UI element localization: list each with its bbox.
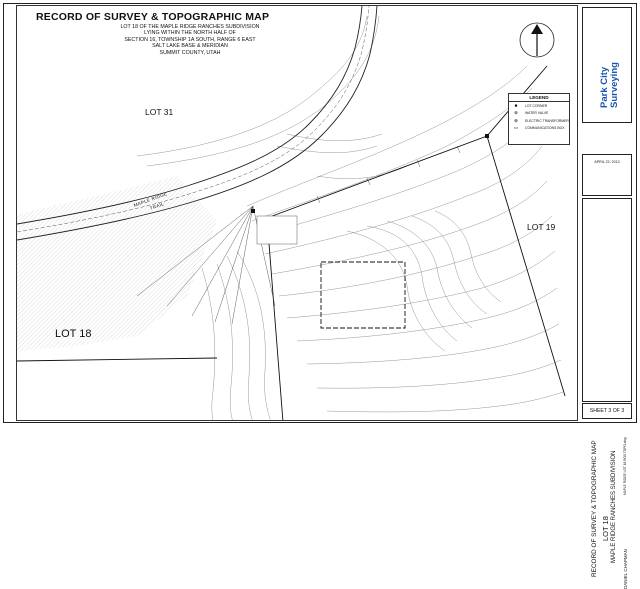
north-arrow: [512, 20, 562, 68]
legend-item: ⊕ ELECTRIC TRANSFORMER: [509, 117, 569, 125]
map-frame: [16, 5, 578, 421]
corner-annotation-box: [256, 215, 298, 245]
water-valve-icon: ⊗: [514, 110, 518, 116]
communications-box-icon: ▭: [513, 125, 519, 131]
legend-label: COMMUNICATIONS BOX: [525, 126, 565, 131]
lot-31-label: LOT 31: [145, 107, 174, 117]
prepared-date: APRIL 22, 2013: [594, 160, 620, 164]
map-subtitle: LOT 18 OF THE MAPLE RIDGE RANCHES SUBDIV…: [40, 24, 340, 56]
map-title: RECORD OF SURVEY & TOPOGRAPHIC MAP: [36, 11, 270, 23]
legend-item: ⊗ WATER VALVE: [509, 110, 569, 118]
radial-lines: [136, 205, 276, 325]
subtitle-line: SUMMIT COUNTY, UTAH: [159, 49, 221, 56]
logo-line-2: Surveying: [609, 62, 620, 108]
company-logo-box: Park City Surveying: [582, 7, 632, 123]
north-arrow-icon: [519, 22, 555, 58]
legend-item: ▭ COMMUNICATIONS BOX: [509, 125, 569, 133]
sheet-title-box: RECORD OF SURVEY & TOPOGRAPHIC MAP LOT 1…: [582, 198, 632, 589]
legend-label: ELECTRIC TRANSFORMER: [525, 118, 569, 123]
drawing-sheet: [3, 3, 637, 423]
client-name: DANIEL CHAPMAN: [623, 549, 628, 589]
file-reference: MAPLE RIDGE LOT 18 ROS TOPO.dwg: [623, 437, 627, 495]
subtitle-line: LOT 18 OF THE MAPLE RIDGE RANCHES SUBDIV…: [120, 24, 260, 30]
legend-item: ■ LOT CORNER: [509, 102, 569, 110]
road-edges: [17, 6, 378, 241]
sheet-title-line-1: RECORD OF SURVEY & TOPOGRAPHIC MAP: [591, 440, 598, 577]
subtitle-line: SECTION 16, TOWNSHIP 1A SOUTH, RANGE 6 E…: [124, 36, 256, 43]
prepared-box: APRIL 22, 2013: [582, 154, 632, 196]
legend-label: WATER VALVE: [525, 111, 549, 116]
hatched-slope-area: [17, 176, 217, 351]
sheet-title-line-3: MAPLE RIDGE RANCHES SUBDIVISION: [611, 450, 617, 563]
topographic-map: [17, 6, 566, 420]
sheet-number: SHEET 3 OF 3: [582, 403, 632, 419]
dimension-ticks: [316, 145, 461, 204]
sheet-title-line-2: LOT 18: [601, 516, 610, 541]
company-logo: Park City Surveying: [599, 62, 620, 108]
subtitle-line: SALT LAKE BASE & MERIDIAN: [152, 43, 228, 50]
subtitle-line: LYING WITHIN THE NORTH HALF OF: [144, 30, 236, 37]
legend-title: LEGEND: [509, 94, 569, 102]
legend-label: LOT CORNER: [525, 103, 548, 108]
lot-19-label: LOT 19: [527, 222, 556, 232]
legend: LEGEND ■ LOT CORNER ⊗ WATER VALVE ⊕ ELEC…: [508, 93, 570, 145]
lot-corner-icon: ■: [514, 103, 518, 109]
transformer-icon: ⊕: [514, 117, 518, 123]
lot-18-label: LOT 18: [55, 328, 92, 340]
title-block: Park City Surveying APRIL 22, 2013 RECOR…: [580, 5, 635, 589]
building-envelope: [320, 261, 406, 329]
road-centerline: [17, 6, 370, 233]
